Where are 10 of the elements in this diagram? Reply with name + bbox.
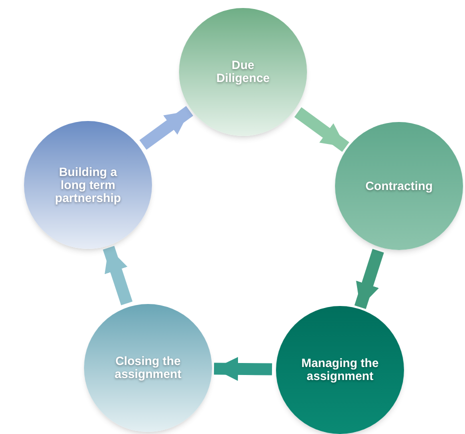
step-label: Contracting — [365, 180, 433, 192]
step-label: Due Diligence — [215, 59, 271, 85]
step-label: Building a long term partnership — [54, 166, 122, 204]
block-arrow — [354, 248, 384, 309]
block-arrow — [294, 107, 350, 152]
step-label: Closing the assignment — [114, 355, 182, 381]
block-arrow — [102, 246, 133, 306]
block-arrow — [139, 106, 194, 150]
block-arrow — [214, 356, 272, 381]
step-label: Managing the assignment — [300, 357, 380, 383]
